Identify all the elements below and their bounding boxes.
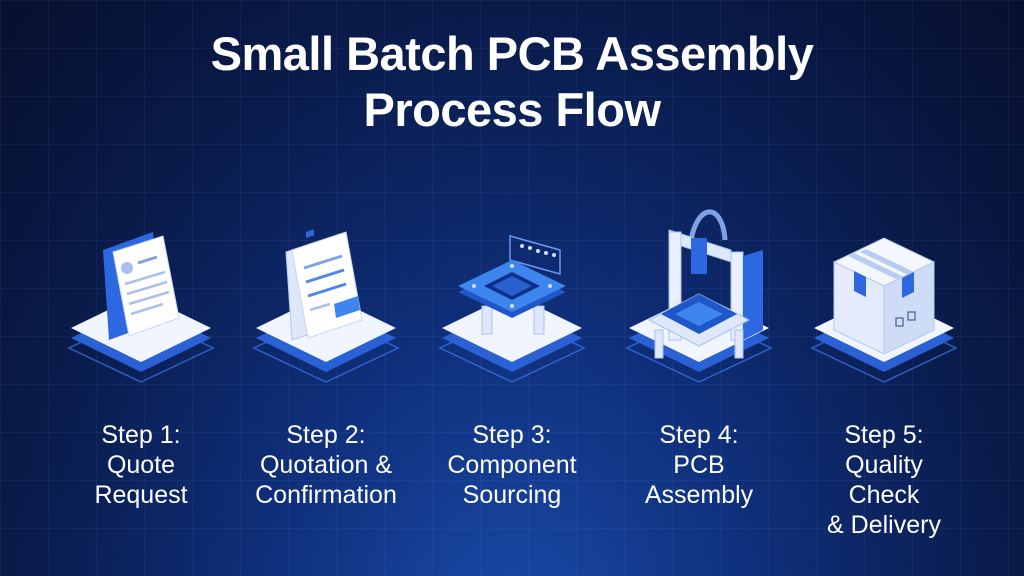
step-1-label: Step 1: Quote Request [41,420,241,510]
title-line-1: Small Batch PCB Assembly [210,27,814,80]
step-1: Step 1: Quote Request [41,0,241,576]
step-4-line-1: Step 4: [659,421,739,449]
step-1-line-3: Request [94,481,188,509]
step-1-line-1: Step 1: [101,421,181,449]
step-3-line-1: Step 3: [472,421,552,449]
shipping-box-icon [810,237,958,383]
step-1-line-2: Quote [106,451,176,479]
quotation-document-icon [252,229,400,383]
step-4-line-3: Assembly [644,481,754,509]
step-4-line-2: PCB [673,451,725,479]
step-5-label: Step 5: Quality Check & Delivery [784,420,984,540]
step-2: Step 2: Quotation & Confirmation [226,0,426,576]
step-5-line-1: Step 5: [844,421,924,449]
step-5-line-4: & Delivery [827,511,941,539]
step-2-label: Step 2: Quotation & Confirmation [226,420,426,510]
step-3-label: Step 3: Component Sourcing [412,420,612,510]
step-5-line-2: Quality [845,451,923,479]
step-3-line-2: Component [447,451,577,479]
step-5-line-3: Check [848,481,920,509]
document-icon [67,232,215,383]
title-line-2: Process Flow [363,83,662,136]
step-2-line-3: Confirmation [255,481,397,509]
assembly-machine-icon [625,209,773,383]
step-5: Step 5: Quality Check & Delivery [784,0,984,576]
step-4: Step 4: PCB Assembly [599,0,799,576]
step-3: Step 3: Component Sourcing [412,0,612,576]
chip-board-icon [438,235,586,383]
step-2-line-1: Step 2: [286,421,366,449]
page-title: Small Batch PCB Assembly Process Flow [0,26,1024,138]
step-3-line-3: Sourcing [462,481,562,509]
step-2-line-2: Quotation & [259,451,393,479]
step-4-label: Step 4: PCB Assembly [599,420,799,510]
